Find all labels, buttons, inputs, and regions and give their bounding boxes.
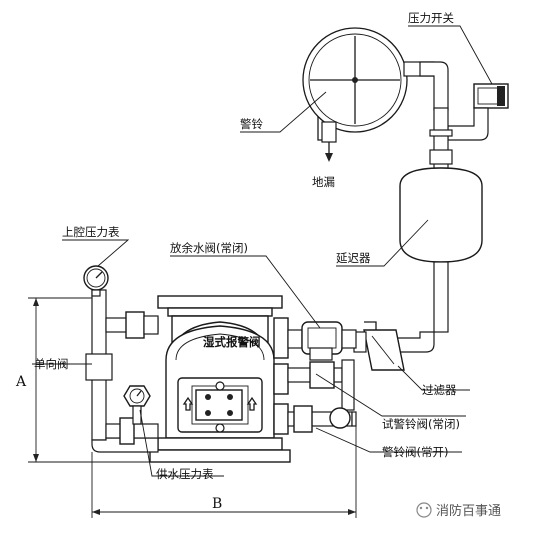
label-check-valve: 单向阀 — [34, 357, 69, 371]
leader-lines — [32, 25, 493, 477]
dimension-b — [91, 426, 357, 518]
label-test-bell-valve: 试警铃阀(常闭) — [382, 417, 460, 431]
alarm-bell — [302, 27, 449, 162]
label-pressure-switch: 压力开关 — [408, 11, 454, 25]
label-drain-valve: 放余水阀(常闭) — [170, 241, 248, 255]
label-upper-chamber-gauge: 上腔压力表 — [62, 225, 120, 239]
check-valve-assembly — [85, 289, 159, 453]
dimension-b-label: B — [212, 496, 222, 512]
label-filter: 过滤器 — [422, 383, 457, 397]
watermark-text: 消防百事通 — [436, 503, 501, 519]
upper-chamber-gauge — [83, 265, 109, 297]
label-alarm-bell: 警铃 — [240, 117, 263, 131]
watermark: 消防百事通 — [416, 502, 501, 519]
label-retard-chamber: 延迟器 — [336, 251, 371, 265]
pressure-switch — [447, 83, 509, 141]
dimension-a-label: A — [15, 374, 27, 390]
label-supply-gauge: 供水压力表 — [156, 467, 214, 481]
valve-text: 湿式报警阀 — [203, 335, 261, 349]
supply-gauge — [123, 385, 151, 425]
dimension-a — [28, 297, 150, 463]
bell-valve — [287, 405, 357, 433]
label-floor-drain: 地漏 — [312, 175, 335, 189]
alarm-valve-body: 湿式报警阀 — [149, 295, 291, 463]
test-bell-valve — [287, 359, 355, 411]
filter — [353, 321, 405, 371]
retard-chamber — [399, 167, 483, 333]
drain-valve — [287, 321, 357, 361]
label-bell-valve: 警铃阀(常开) — [382, 445, 448, 459]
